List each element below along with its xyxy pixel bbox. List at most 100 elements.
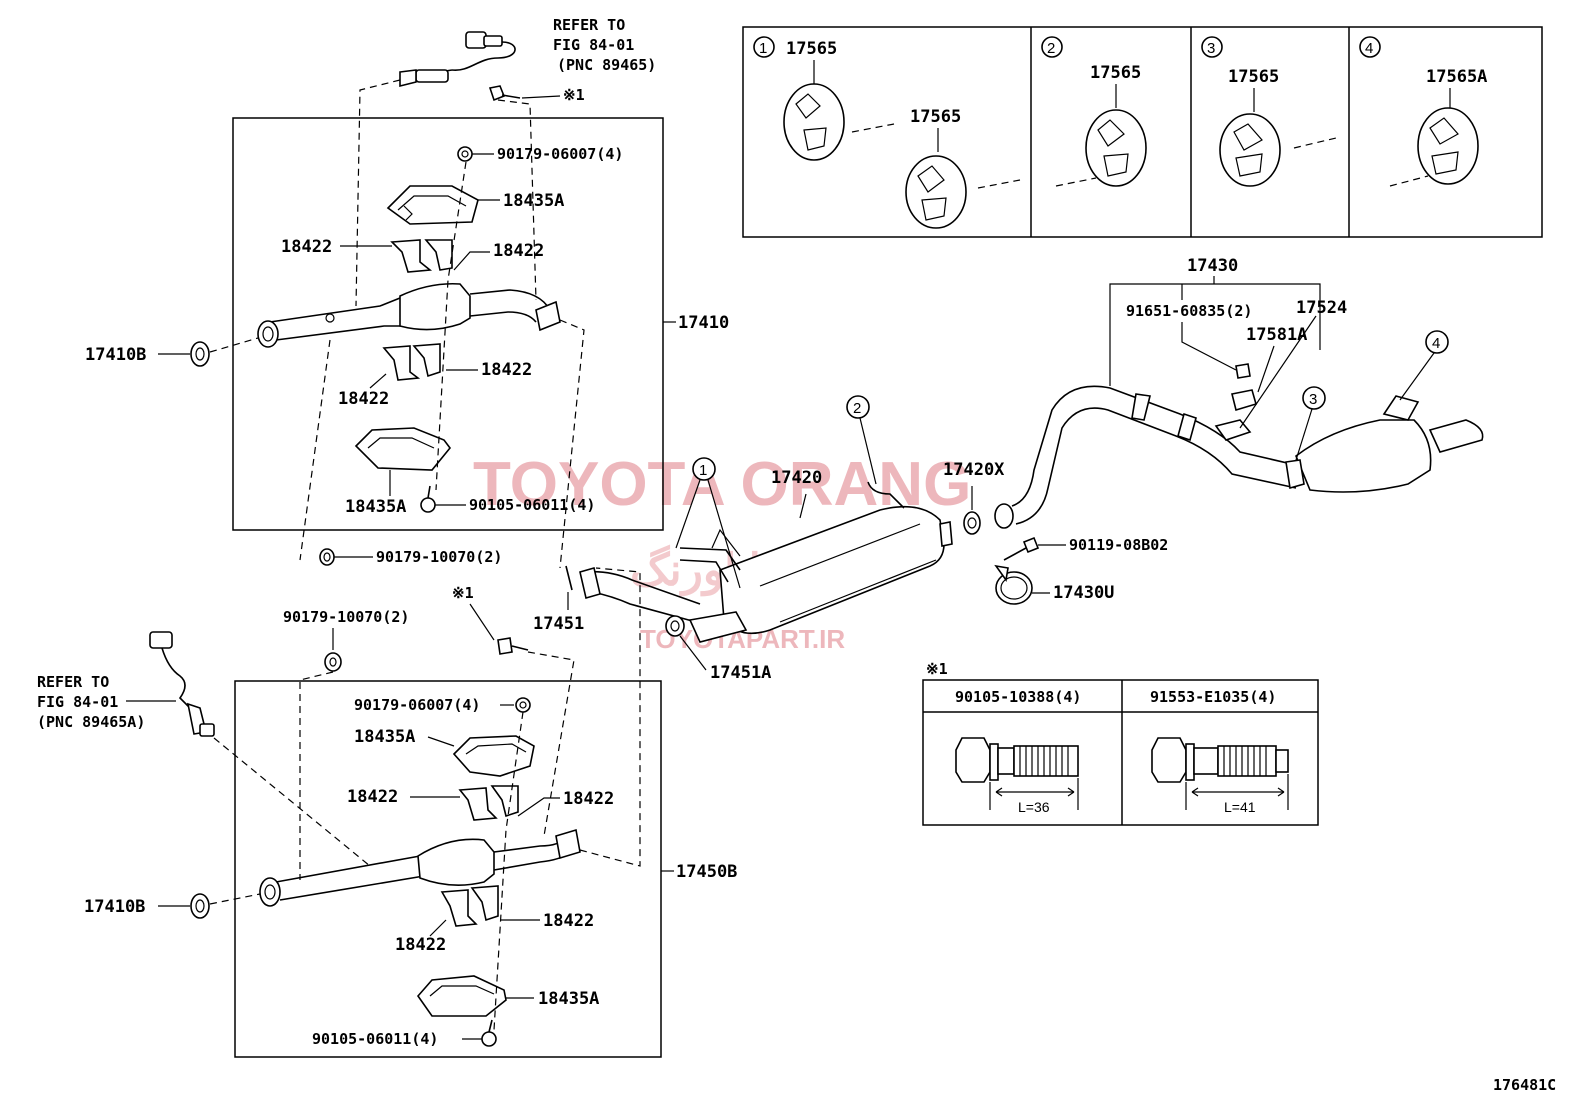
bolt-top — [488, 85, 521, 102]
svg-text:4: 4 — [1365, 40, 1373, 57]
label-18422-b: 18422 — [493, 241, 544, 261]
label-note1-mid: ※1 — [452, 584, 474, 602]
heat-shield-lower-b — [416, 975, 507, 1017]
label-18422-c: 18422 — [481, 360, 532, 380]
bolt-heatshield-top — [420, 485, 436, 513]
callout-4: 4 — [1399, 330, 1449, 401]
bolt-91651 — [1235, 363, 1251, 379]
label-18422-h: 18422 — [395, 935, 446, 955]
bolt-table-left-part: 90105-10388(4) — [955, 688, 1081, 706]
heat-shield-lower-a — [354, 427, 452, 471]
bolt-table-right-part: 91553-E1035(4) — [1150, 688, 1276, 706]
svg-text:4: 4 — [1432, 335, 1440, 352]
refer-note-bottom-line1: REFER TO — [37, 673, 109, 691]
label-18422-g: 18422 — [543, 911, 594, 931]
hanger-cell-4: 4 17565A — [1359, 36, 1487, 187]
center-muffler-17420 — [579, 481, 953, 635]
label-18422-d: 18422 — [338, 389, 389, 409]
label-90119-08B02: 90119-08B02 — [1069, 536, 1168, 554]
hanger-cell-1: 1 17565 17565 — [753, 36, 1021, 229]
label-17430U: 17430U — [1053, 583, 1114, 603]
gasket-17420X — [963, 511, 981, 535]
label-90105-06011-bottom: 90105-06011(4) — [312, 1030, 438, 1048]
oxygen-sensor-bottom — [149, 631, 215, 737]
label-18435A-top-a: 18435A — [503, 191, 564, 211]
label-note1-top: ※1 — [563, 86, 585, 104]
callout-2: 2 — [846, 395, 877, 485]
bolt-length-36: L=36 — [1018, 799, 1050, 815]
flange-bolt-36 — [955, 737, 1079, 810]
rubber-hanger-1a — [783, 83, 845, 161]
label-18422-f: 18422 — [563, 789, 614, 809]
refer-note-bottom-line3: (PNC 89465A) — [37, 713, 145, 731]
clamp-upper-a — [390, 239, 453, 273]
rubber-hanger-3 — [1219, 113, 1281, 187]
nut-10070-b — [324, 652, 342, 672]
label-17420: 17420 — [771, 468, 822, 488]
label-17410: 17410 — [678, 313, 729, 333]
refer-note-top-line3: (PNC 89465) — [557, 56, 656, 74]
bolt-table — [922, 679, 1319, 826]
oxygen-sensor-top — [399, 31, 516, 88]
hanger-cell-2: 2 17565 — [1041, 36, 1147, 187]
clamp-17581A — [1231, 389, 1257, 412]
label-17565-cell2: 17565 — [1090, 63, 1141, 83]
label-91651-60835: 91651-60835(2) — [1126, 302, 1252, 320]
flange-bolt-41 — [1151, 737, 1289, 810]
label-18435A-bottom-b: 18435A — [538, 989, 599, 1009]
label-18422-e: 18422 — [347, 787, 398, 807]
hanger-table — [742, 26, 1543, 238]
label-17430: 17430 — [1187, 256, 1238, 276]
svg-text:3: 3 — [1309, 391, 1317, 408]
refer-note-bottom-line2: FIG 84-01 — [37, 693, 118, 711]
label-17524: 17524 — [1296, 298, 1347, 318]
label-17565-cell3: 17565 — [1228, 67, 1279, 87]
front-pipe-catalyst-top — [257, 282, 561, 348]
refer-note-top-line2: FIG 84-01 — [553, 36, 634, 54]
clamp-upper-b — [458, 785, 519, 821]
svg-text:3: 3 — [1207, 40, 1215, 57]
label-18435A-bottom-a: 18435A — [354, 727, 415, 747]
gasket-17410B-bottom — [190, 893, 210, 919]
label-17410B-top: 17410B — [85, 345, 146, 365]
gasket-17451 — [565, 565, 573, 591]
bolt-mid — [497, 637, 529, 655]
box-17450B — [234, 680, 662, 1058]
gasket-17410B-top — [190, 341, 210, 367]
label-90179-10070-b: 90179-10070(2) — [283, 608, 409, 626]
rubber-hanger-2 — [1085, 109, 1147, 187]
box-17410 — [232, 117, 664, 531]
label-90179-06007-top: 90179-06007(4) — [497, 145, 623, 163]
rubber-hanger-1b — [905, 155, 967, 229]
label-18435A-top-b: 18435A — [345, 497, 406, 517]
label-90179-06007-bottom: 90179-06007(4) — [354, 696, 480, 714]
label-17451: 17451 — [533, 614, 584, 634]
tailpipe-assembly-17430 — [994, 385, 1484, 529]
svg-text:1: 1 — [699, 462, 707, 479]
heat-shield-upper-a — [386, 185, 479, 225]
label-17565-cell1-b: 17565 — [910, 107, 961, 127]
label-17581A: 17581A — [1246, 325, 1307, 345]
callout-3: 3 — [1295, 386, 1326, 461]
hanger-cell-3: 3 17565 — [1201, 36, 1337, 187]
clamp-lower-a — [382, 343, 441, 381]
label-17450B: 17450B — [676, 862, 737, 882]
label-note1-table: ※1 — [926, 660, 948, 678]
nut-bottom-a — [515, 697, 531, 713]
label-18422-a: 18422 — [281, 237, 332, 257]
gasket-17451A — [665, 611, 748, 643]
label-90105-06011-top: 90105-06011(4) — [469, 496, 595, 514]
label-17410B-bottom: 17410B — [84, 897, 145, 917]
label-17420X: 17420X — [943, 460, 1005, 480]
front-pipe-catalyst-bottom — [259, 828, 581, 907]
label-17565A-cell4: 17565A — [1426, 67, 1487, 87]
svg-text:2: 2 — [1047, 40, 1055, 57]
figure-code: 176481C — [1493, 1076, 1556, 1094]
bolt-length-41: L=41 — [1224, 799, 1256, 815]
nut-10070-a — [319, 548, 335, 566]
nut-top-a — [457, 146, 473, 162]
clamp-17430U — [994, 564, 1033, 605]
heat-shield-upper-b — [452, 735, 535, 777]
bolt-90119-08B02 — [1003, 536, 1040, 561]
